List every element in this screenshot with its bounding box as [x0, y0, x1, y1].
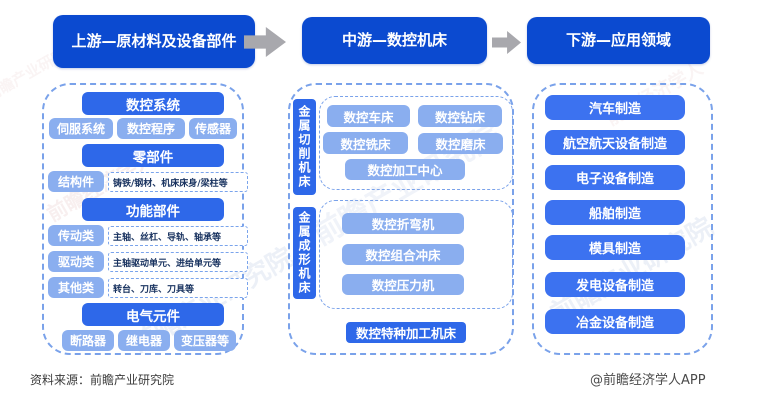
category-desc: 主轴驱动单元、进给单元等	[108, 252, 248, 272]
application-chip: 发电设备制造	[545, 272, 685, 297]
machine-group-label: 金属切削机床	[293, 99, 316, 195]
machine-group-box	[319, 96, 513, 190]
application-chip: 模具制造	[545, 235, 685, 260]
component-chip: 继电器	[118, 330, 170, 351]
application-chip: 汽车制造	[545, 95, 685, 120]
section-title-parts: 零部件	[82, 144, 224, 167]
category-label: 传动类	[48, 225, 104, 246]
machine-chip: 数控加工中心	[345, 159, 465, 180]
downstream-panel: 汽车制造 航空航天设备制造 电子设备制造 船舶制造 模具制造 发电设备制造 冶金…	[532, 83, 713, 355]
machine-chip: 数控钻床	[418, 105, 502, 127]
machine-chip: 数控压力机	[342, 274, 464, 295]
application-chip: 船舶制造	[545, 200, 685, 225]
application-chip: 冶金设备制造	[545, 309, 685, 334]
midstream-panel: 金属切削机床 数控车床 数控钻床 数控铣床 数控磨床 数控加工中心 金属成形机床…	[288, 83, 514, 355]
component-chip: 变压器等	[174, 330, 236, 351]
category-desc: 铸铁/钢材、机床床身/梁柱等	[108, 172, 248, 192]
category-label: 结构件	[48, 171, 104, 192]
machine-chip: 数控组合冲床	[342, 244, 464, 265]
source-note: 资料来源：前瞻产业研究院	[30, 373, 175, 387]
section-title-cnc-system: 数控系统	[82, 92, 224, 115]
stage-header-downstream: 下游—应用领域	[527, 17, 710, 64]
upstream-panel: 数控系统 伺服系统 数控程序 传感器 零部件 结构件 铸铁/钢材、机床床身/梁柱…	[42, 83, 248, 355]
machine-group-box	[319, 200, 513, 309]
component-chip: 传感器	[189, 118, 237, 139]
section-title-electric: 电气元件	[82, 303, 224, 326]
credit-note: @前瞻经济学人APP	[590, 373, 706, 388]
machine-chip: 数控磨床	[418, 133, 503, 154]
category-label: 驱动类	[48, 251, 104, 272]
component-chip: 断路器	[62, 330, 114, 351]
stage-header-upstream: 上游—原材料及设备部件	[53, 15, 255, 68]
component-chip: 伺服系统	[49, 118, 113, 139]
category-desc: 主轴、丝杠、导轨、轴承等	[108, 226, 248, 246]
stage-header-midstream: 中游—数控机床	[302, 17, 487, 64]
component-chip: 数控程序	[117, 118, 185, 139]
machine-chip: 数控车床	[327, 105, 410, 127]
machine-chip: 数控铣床	[323, 132, 408, 154]
application-chip: 航空航天设备制造	[545, 130, 685, 155]
application-chip: 电子设备制造	[545, 165, 685, 190]
flow-arrow-icon	[492, 31, 521, 54]
machine-chip: 数控折弯机	[342, 213, 464, 234]
category-label: 其他类	[48, 277, 104, 298]
section-title-functional-parts: 功能部件	[82, 198, 224, 221]
machine-group-label: 金属成形机床	[293, 207, 316, 299]
category-desc: 转台、刀库、刀具等	[108, 278, 248, 298]
special-machine-box: 数控特种加工机床	[346, 322, 466, 343]
